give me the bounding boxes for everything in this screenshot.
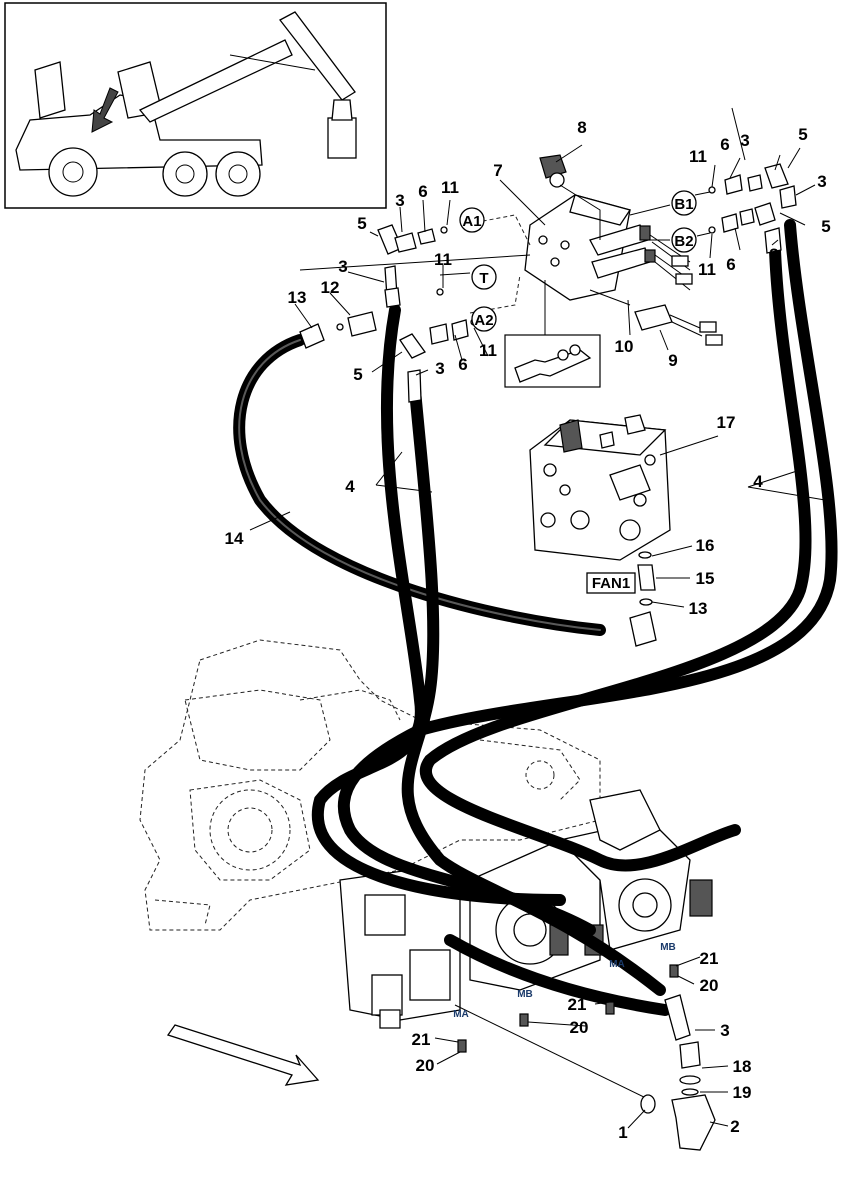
callout-21-a: 21 — [700, 949, 719, 968]
callout-14: 14 — [225, 529, 244, 548]
callout-16: 16 — [696, 536, 715, 555]
callout-12: 12 — [321, 278, 340, 297]
callout-21-b: 21 — [568, 995, 587, 1014]
callout-3-e: 3 — [817, 172, 826, 191]
callout-1: 1 — [618, 1123, 627, 1142]
callout-7: 7 — [493, 161, 502, 180]
fan1-label-box: FAN1 — [586, 572, 636, 594]
callout-18: 18 — [733, 1057, 752, 1076]
callout-11-e: 11 — [698, 260, 716, 279]
callout-9: 9 — [668, 351, 677, 370]
callout-3-g: 3 — [720, 1021, 729, 1040]
direction-arrow — [166, 1024, 320, 1086]
callout-3-c: 3 — [435, 359, 444, 378]
mb-label-right: MB — [660, 942, 676, 953]
callout-3-a: 3 — [395, 191, 404, 210]
callout-17: 17 — [717, 413, 736, 432]
callout-4-right: 4 — [753, 472, 763, 491]
callout-5-c: 5 — [798, 125, 807, 144]
port-b1-label: B1 — [674, 196, 693, 213]
callout-5-a: 5 — [357, 214, 366, 233]
callout-6-a: 6 — [418, 182, 427, 201]
pump-port-labels: MB MA MB MA — [453, 942, 676, 1020]
callout-8: 8 — [577, 118, 586, 137]
callout-5-b: 5 — [353, 365, 362, 384]
leader-lines — [249, 107, 826, 1129]
machine-inset — [4, 2, 387, 209]
fan1-label: FAN1 — [592, 575, 630, 592]
callout-11-b: 11 — [434, 250, 452, 269]
mb-label-left: MB — [517, 989, 533, 1000]
callout-11-c: 11 — [479, 341, 497, 360]
callout-3-b: 3 — [338, 257, 347, 276]
callout-15: 15 — [696, 569, 715, 588]
callout-4-left: 4 — [345, 477, 355, 496]
valve-block-7 — [524, 154, 723, 346]
right-fittings — [694, 163, 797, 254]
callout-2: 2 — [730, 1117, 739, 1136]
port-a1-label: A1 — [462, 213, 481, 230]
ma-label-right: MA — [609, 959, 625, 970]
callout-21-c: 21 — [412, 1030, 431, 1049]
port-labels: A1 T A2 B1 B2 — [459, 190, 697, 332]
ma-label-left: MA — [453, 1009, 469, 1020]
callout-20-b: 20 — [570, 1018, 589, 1037]
port-a2-label: A2 — [474, 312, 493, 329]
valve-block-17 — [529, 414, 671, 647]
callout-20-a: 20 — [700, 976, 719, 995]
callout-11-a: 11 — [441, 178, 459, 197]
lower-fittings — [457, 964, 716, 1151]
callout-20-c: 20 — [416, 1056, 435, 1075]
left-fittings — [299, 214, 531, 403]
callout-6-b: 6 — [458, 355, 467, 374]
callout-3-d: 3 — [740, 131, 749, 150]
port-b2-label: B2 — [674, 233, 693, 250]
callout-5-d: 5 — [821, 217, 830, 236]
callout-3-f: 3 — [769, 245, 778, 264]
callout-10: 10 — [615, 337, 634, 356]
callout-13-b: 13 — [689, 599, 708, 618]
check-valve-detail — [504, 280, 601, 388]
port-t-label: T — [479, 270, 488, 287]
callout-11-d: 11 — [689, 147, 707, 166]
callout-6-d: 6 — [726, 255, 735, 274]
hoses — [233, 219, 838, 1016]
callout-13-a: 13 — [288, 288, 307, 307]
callout-6-c: 6 — [720, 135, 729, 154]
callout-numbers: 8 7 11 6 3 5 3 11 13 12 5 3 6 11 4 14 11… — [225, 118, 831, 1142]
callout-19: 19 — [733, 1083, 752, 1102]
